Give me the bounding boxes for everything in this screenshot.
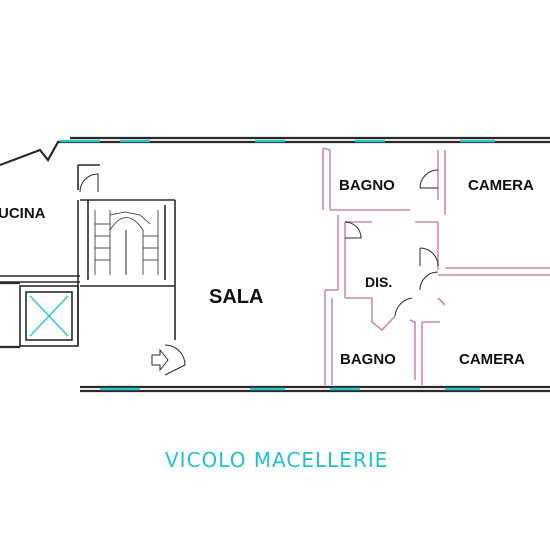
door-swings [79, 169, 439, 376]
room-label-camera-top: CAMERA [468, 177, 534, 194]
room-label-dis: DIS. [365, 274, 392, 290]
windows [60, 139, 495, 391]
partition-walls [322, 147, 550, 385]
room-label-sala: SALA [209, 286, 263, 308]
room-label-bagno-bottom: BAGNO [340, 351, 396, 368]
entrance-arrow-icon [151, 348, 169, 372]
interior-walls [0, 164, 176, 347]
room-label-bagno-top: BAGNO [339, 177, 395, 194]
street-label: VICOLO MACELLERIE [165, 448, 388, 472]
elevator-cross [29, 295, 69, 337]
staircase [94, 210, 159, 275]
room-label-camera-bottom: CAMERA [459, 351, 525, 368]
room-label-cucina: UCINA [0, 205, 46, 222]
